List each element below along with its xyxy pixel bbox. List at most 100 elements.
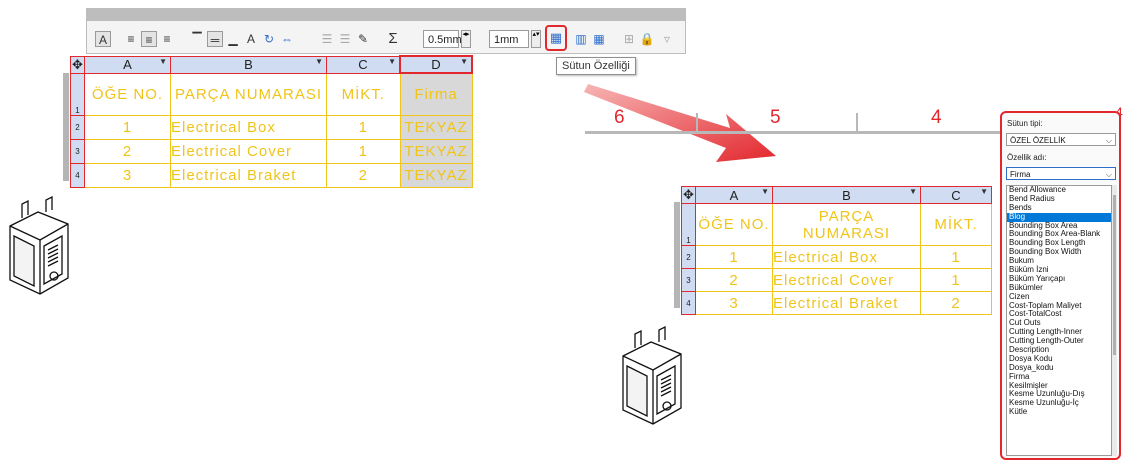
table-cell[interactable]: Electrical Braket [170, 162, 327, 188]
scrollbar-thumb[interactable] [1113, 195, 1116, 355]
table-cell[interactable]: 2 [326, 162, 401, 188]
table-cell[interactable]: Electrical Cover [170, 138, 327, 164]
row-number[interactable]: 4 [70, 162, 85, 188]
column-header-c[interactable]: C▼ [920, 186, 992, 204]
table-cell[interactable]: PARÇA NUMARASI [170, 72, 327, 116]
table-cell[interactable]: 3 [695, 291, 773, 315]
property-list-item[interactable]: Bend Radius [1009, 193, 1055, 203]
margin-input[interactable]: 0.5mm [423, 30, 462, 48]
table-move-handle-icon[interactable]: ✥ [681, 186, 696, 204]
property-list-item[interactable]: Kesme Uzunluğu-Dış [1009, 389, 1085, 399]
table-cell[interactable]: 1 [920, 245, 992, 269]
property-list-item[interactable]: Cutting Length-Outer [1009, 336, 1084, 346]
column-type-select[interactable]: ÖZEL ÖZELLİK ⌵ [1006, 133, 1116, 146]
property-name-select[interactable]: Firma ⌵ [1006, 167, 1116, 180]
align-center-icon[interactable]: ≡ [141, 31, 157, 47]
insert-row-below-icon[interactable]: ☰ [339, 32, 351, 46]
table-cell[interactable]: Firma [399, 72, 473, 116]
column-header-a[interactable]: A▼ [695, 186, 773, 204]
row-number[interactable]: 4 [681, 291, 696, 315]
property-list-item[interactable]: Bend Allowance [1009, 185, 1066, 194]
property-list-item[interactable]: Cost-Toplam Maliyet [1009, 300, 1082, 310]
table-cell[interactable]: ÖĞE NO. [695, 203, 773, 246]
table-cell[interactable]: 2 [695, 268, 773, 292]
table-cell[interactable]: TEKYAZ [399, 138, 473, 164]
column-header-d[interactable]: D▼ [399, 55, 473, 74]
align-left-icon[interactable]: ≡ [127, 32, 135, 46]
table-cell[interactable]: 1 [84, 114, 171, 140]
column-header-b[interactable]: B▼ [772, 186, 921, 204]
property-list-item[interactable]: Bounding Box Length [1009, 238, 1086, 248]
table-cell[interactable]: MİKT. [326, 72, 401, 116]
column-header-b[interactable]: B▼ [170, 55, 327, 74]
column-property-button[interactable]: ▦ [545, 25, 567, 51]
table-cell[interactable]: Electrical Cover [772, 268, 921, 292]
chevron-down-icon[interactable]: ▼ [761, 187, 769, 196]
chevron-down-icon[interactable]: ▼ [388, 56, 396, 66]
row-number[interactable]: 2 [70, 114, 85, 140]
property-list-item[interactable]: Büküm İzni [1009, 265, 1049, 275]
align-top-icon[interactable]: ▔ [192, 32, 202, 46]
row-number[interactable]: 3 [681, 268, 696, 292]
property-list-item[interactable]: Cost-TotalCost [1009, 309, 1062, 319]
line-width-stepper[interactable]: ▴▾ [531, 30, 541, 48]
table-cell[interactable]: 1 [326, 138, 401, 164]
property-list-item[interactable]: Bounding Box Area-Blank [1009, 229, 1101, 239]
merge-cells-icon[interactable]: ⊞ [623, 32, 635, 46]
table-cell[interactable]: TEKYAZ [399, 162, 473, 188]
chevron-down-icon[interactable]: ▼ [159, 56, 167, 66]
refresh-icon[interactable]: ↻ [263, 32, 275, 46]
chevron-down-icon[interactable]: ▼ [980, 187, 988, 196]
align-middle-icon[interactable]: ═ [207, 31, 223, 47]
row-number[interactable]: 1 [681, 203, 696, 246]
property-list-item[interactable]: Kesilmişler [1009, 380, 1048, 390]
table-move-handle-icon[interactable]: ✥ [70, 55, 85, 74]
row-number[interactable]: 1 [70, 72, 85, 116]
property-list-item[interactable]: Firma [1009, 371, 1030, 381]
text-frame-icon[interactable]: A [95, 31, 111, 47]
fit-width-icon[interactable]: ⇔ [281, 32, 293, 46]
table-cell[interactable]: 2 [84, 138, 171, 164]
table-cell[interactable]: 2 [920, 291, 992, 315]
row-number[interactable]: 2 [681, 245, 696, 269]
row-number[interactable]: 3 [70, 138, 85, 164]
lock-icon[interactable]: 🔒 [639, 32, 655, 46]
edit-cell-icon[interactable]: ✎ [357, 32, 369, 46]
table-cell[interactable]: TEKYAZ [399, 114, 473, 140]
margin-stepper[interactable]: ◂▸ [461, 30, 471, 48]
chevron-down-icon[interactable]: ▼ [315, 56, 323, 66]
property-list-item[interactable]: Bukum [1009, 256, 1034, 266]
property-list-item[interactable]: Cutting Length-Inner [1009, 327, 1082, 337]
insert-column-icon[interactable]: ▥ [575, 32, 587, 46]
property-list-item[interactable]: Bükümler [1009, 282, 1043, 292]
column-header-a[interactable]: A▼ [84, 55, 171, 74]
property-list-item[interactable]: Cizen [1009, 291, 1030, 301]
table-cell[interactable]: Electrical Braket [772, 291, 921, 315]
chevron-down-icon[interactable]: ▼ [909, 187, 917, 196]
property-list-item[interactable]: Cut Outs [1009, 318, 1041, 328]
property-list-item[interactable]: Kesme Uzunluğu-İç [1009, 398, 1079, 408]
chevron-down-icon[interactable]: ⌵ [1105, 136, 1112, 145]
filter-icon[interactable]: ▿ [663, 32, 671, 46]
table-cell[interactable]: Electrical Box [772, 245, 921, 269]
property-list-item[interactable]: Bends [1009, 202, 1032, 212]
table-grid-icon[interactable]: ▦ [593, 32, 605, 46]
property-list-item[interactable]: Bounding Box Width [1009, 247, 1082, 257]
chevron-down-icon[interactable]: ▼ [460, 57, 468, 66]
table-cell[interactable]: 1 [326, 114, 401, 140]
property-list-scrollbar[interactable] [1112, 185, 1117, 456]
sum-icon[interactable]: Σ [388, 30, 398, 47]
font-style-icon[interactable]: A [246, 32, 255, 46]
table-cell[interactable]: 1 [920, 268, 992, 292]
chevron-down-icon[interactable]: ⌵ [1105, 170, 1112, 179]
table-cell[interactable]: MİKT. [920, 203, 992, 246]
property-list-item[interactable]: Blog [1007, 212, 1111, 222]
table-cell[interactable]: 1 [695, 245, 773, 269]
property-list-item[interactable]: Bounding Box Area [1009, 220, 1078, 230]
property-list-item[interactable]: Description [1009, 345, 1050, 355]
insert-row-above-icon[interactable]: ☰ [321, 32, 333, 46]
table-cell[interactable]: 3 [84, 162, 171, 188]
table-cell[interactable]: ÖĞE NO. [84, 72, 171, 116]
align-bottom-icon[interactable]: ▁ [228, 32, 238, 46]
